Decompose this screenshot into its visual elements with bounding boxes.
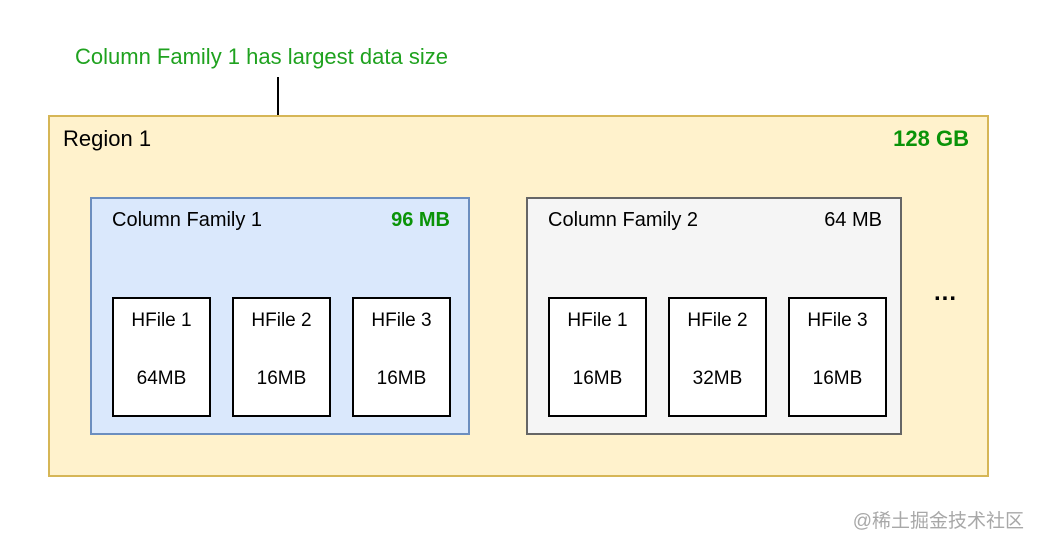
hfile-name: HFile 3 xyxy=(807,310,868,331)
hfile-size: 64MB xyxy=(136,368,187,389)
hfile-box: HFile 2 32MB xyxy=(668,297,767,417)
region-title: Region 1 xyxy=(63,126,152,151)
column-family-2-box: Column Family 2 64 MB HFile 1 16MB HFile… xyxy=(526,197,902,435)
hfile-box: HFile 2 16MB xyxy=(232,297,331,417)
hfile-box: HFile 1 64MB xyxy=(112,297,211,417)
hfile-name: HFile 1 xyxy=(131,310,192,331)
watermark: @稀土掘金技术社区 xyxy=(852,511,1024,532)
hfile-name: HFile 2 xyxy=(687,310,748,331)
hfile-box: HFile 3 16MB xyxy=(788,297,887,417)
column-family-2-header: Column Family 2 64 MB xyxy=(528,199,900,232)
column-family-1-size-badge: 96 MB xyxy=(391,209,450,231)
hfile-size: 16MB xyxy=(376,368,427,389)
hfile-size: 16MB xyxy=(256,368,307,389)
region-size-badge: 128 GB xyxy=(893,126,969,151)
column-family-2-hfiles: HFile 1 16MB HFile 2 32MB HFile 3 16MB xyxy=(548,297,887,417)
hfile-size: 16MB xyxy=(812,368,863,389)
hfile-box: HFile 1 16MB xyxy=(548,297,647,417)
hfile-name: HFile 3 xyxy=(371,310,432,331)
hfile-size: 32MB xyxy=(692,368,743,389)
column-family-2-size-badge: 64 MB xyxy=(824,209,882,231)
column-family-1-hfiles: HFile 1 64MB HFile 2 16MB HFile 3 16MB xyxy=(112,297,451,417)
column-family-1-header: Column Family 1 96 MB xyxy=(92,199,468,232)
region-header: Region 1 128 GB xyxy=(50,117,987,152)
region-1-box: Region 1 128 GB Column Family 1 96 MB HF… xyxy=(48,115,989,477)
column-family-1-title: Column Family 1 xyxy=(112,209,263,231)
hfile-name: HFile 2 xyxy=(251,310,312,331)
hfile-size: 16MB xyxy=(572,368,623,389)
column-family-1-box: Column Family 1 96 MB HFile 1 64MB HFile… xyxy=(90,197,470,435)
more-column-families-ellipsis: ... xyxy=(934,279,958,306)
hfile-box: HFile 3 16MB xyxy=(352,297,451,417)
annotation-label: Column Family 1 has largest data size xyxy=(75,44,448,69)
hfile-name: HFile 1 xyxy=(567,310,628,331)
column-family-2-title: Column Family 2 xyxy=(548,209,699,231)
